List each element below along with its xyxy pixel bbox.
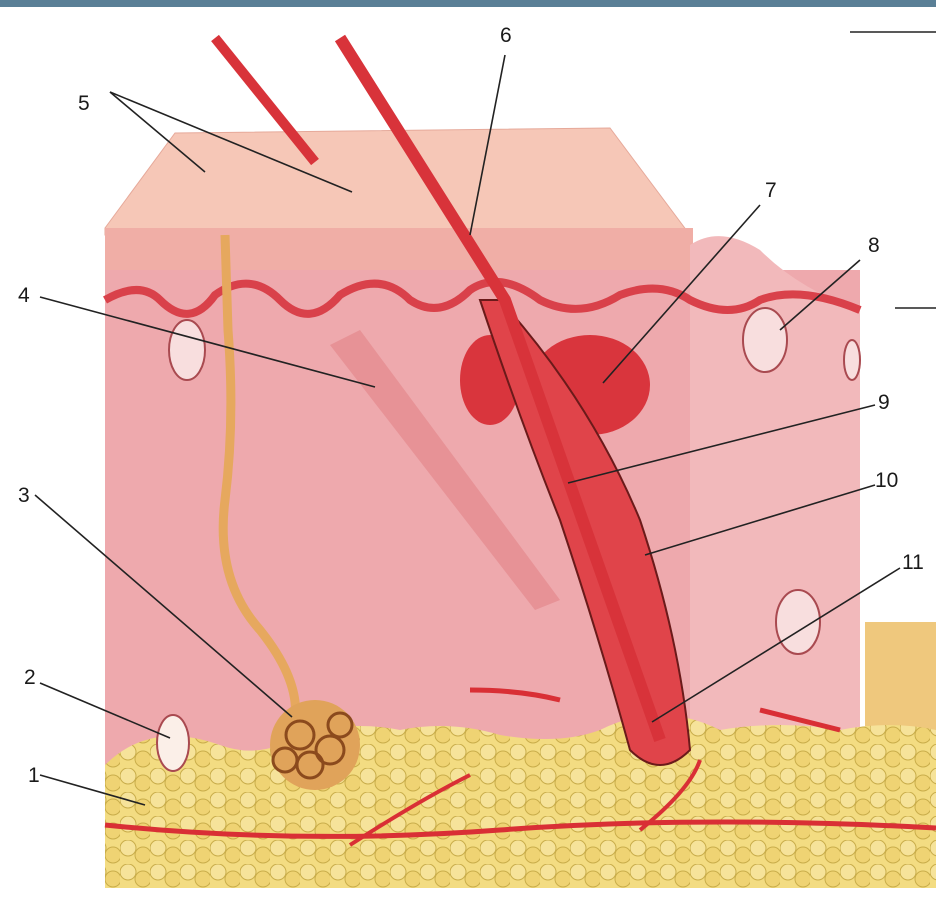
skin-surface [105,128,690,235]
fat-block-right [865,622,936,732]
label-5: 5 [78,93,90,114]
label-9: 9 [878,392,890,413]
receptor-corpuscle [157,715,189,771]
label-3: 3 [18,485,30,506]
receptor-corpuscle [169,320,205,380]
epidermis-layer [105,228,693,273]
label-6: 6 [500,25,512,46]
label-8: 8 [868,235,880,256]
receptor-corpuscle [844,340,860,380]
label-10: 10 [875,470,898,491]
label-7: 7 [765,180,777,201]
sweat-gland-coil [270,700,360,790]
label-1: 1 [28,765,40,786]
label-4: 4 [18,285,30,306]
receptor-corpuscle [743,308,787,372]
label-2: 2 [24,667,36,688]
label-11: 11 [902,552,924,573]
